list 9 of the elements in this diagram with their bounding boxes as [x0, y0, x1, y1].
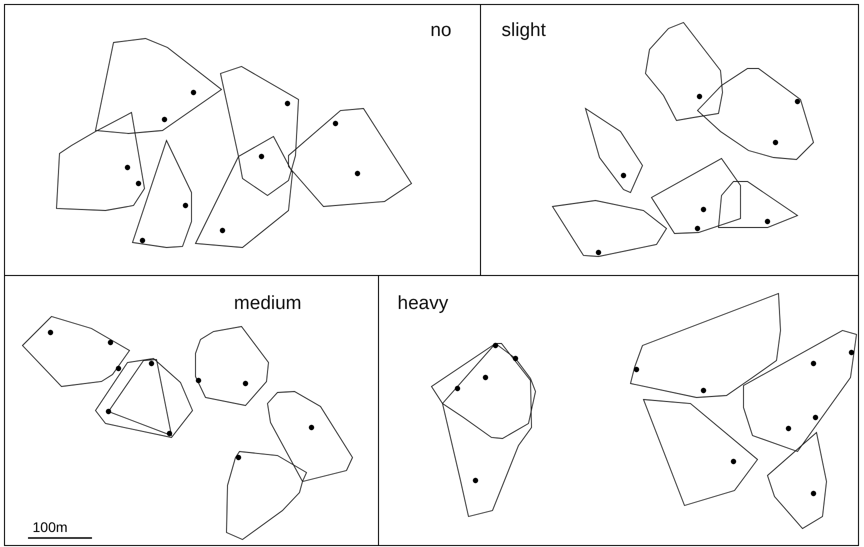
plot-panel: [4, 275, 379, 546]
plot-panel: [4, 4, 481, 276]
panel-title: heavy: [398, 292, 448, 314]
plot-panel: [480, 4, 859, 276]
panel-title: slight: [502, 20, 546, 42]
plot-panel: [378, 275, 859, 546]
panel-title: medium: [234, 292, 302, 314]
panel-title: no: [430, 20, 452, 42]
scale-label: 100m: [32, 518, 68, 534]
